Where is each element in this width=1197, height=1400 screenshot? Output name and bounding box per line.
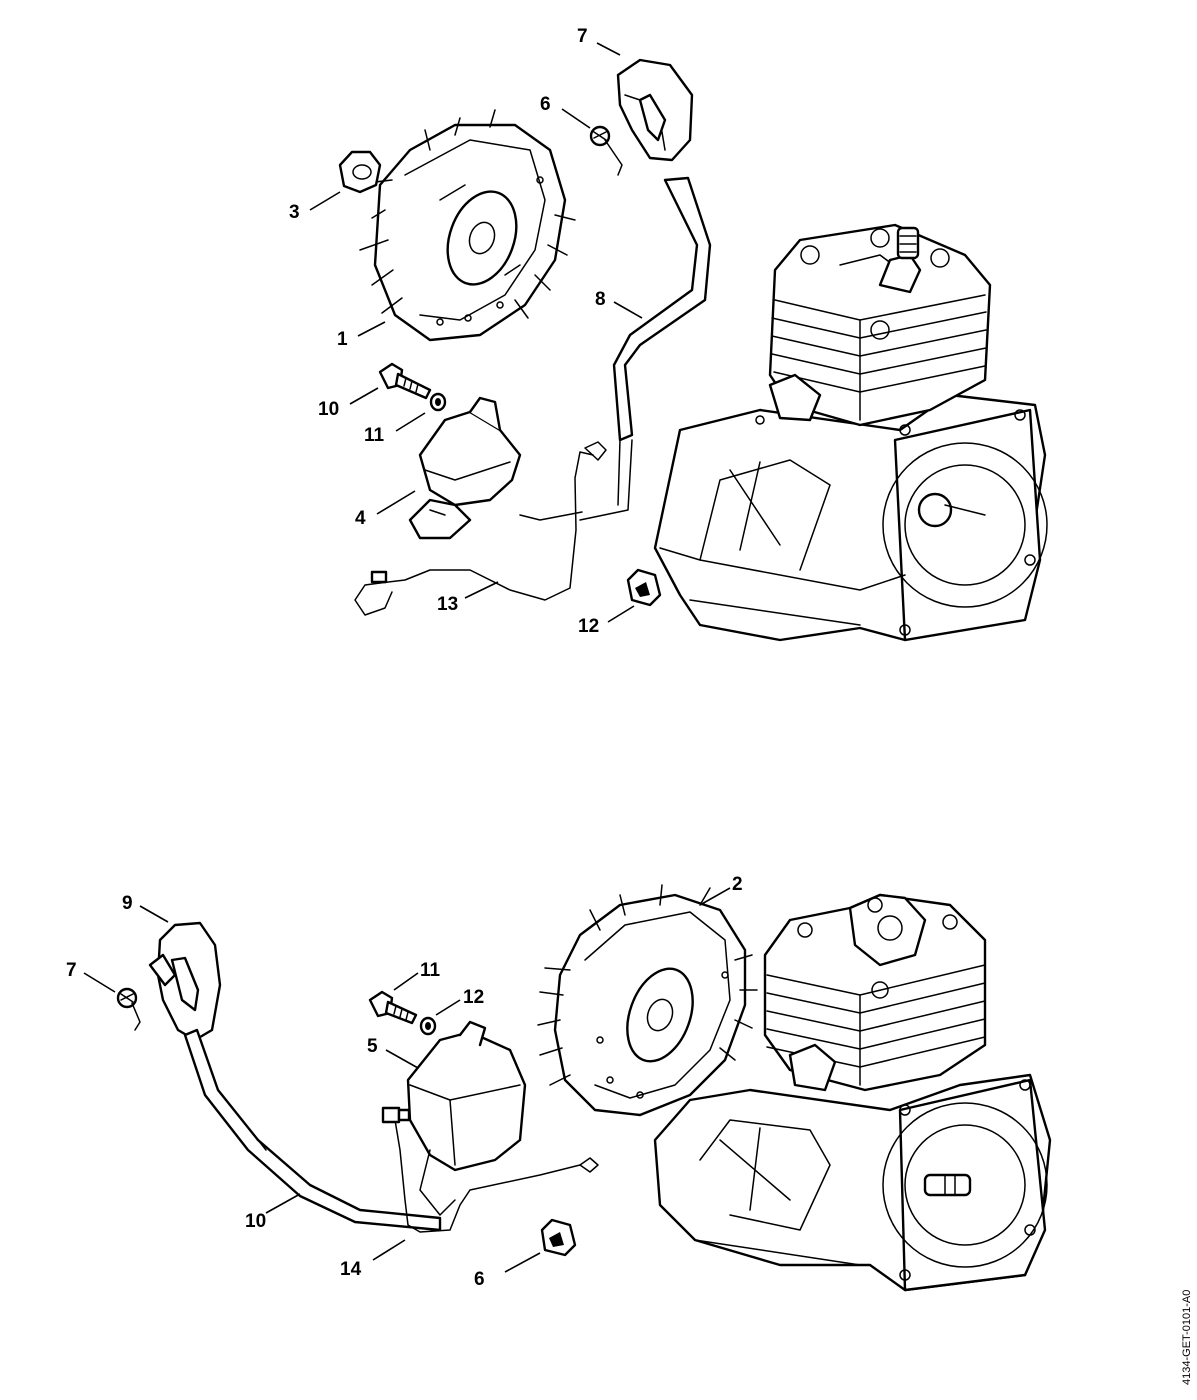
- leader-lines-top: [309, 42, 643, 623]
- drawing-code: 4134-GET-0101-A0: [1181, 1290, 1193, 1385]
- label-9-bottom: 10: [245, 1211, 266, 1232]
- flywheel-bottom: [537, 884, 758, 1117]
- label-7-top: 7: [577, 26, 588, 47]
- label-11-top: 11: [364, 425, 385, 446]
- ignition-module-top: [408, 396, 522, 540]
- leader-lines-bottom: [83, 887, 731, 1273]
- screw-washer-top: [378, 362, 447, 412]
- spring-top: [589, 125, 623, 176]
- ground-wire-top: [354, 441, 607, 616]
- label-11-bottom: 12: [463, 987, 484, 1008]
- ground-wire-bottom: [381, 1106, 599, 1233]
- label-14-bottom: 14: [340, 1259, 362, 1280]
- label-10-top: 10: [318, 399, 339, 420]
- spring-bottom: [116, 987, 141, 1031]
- screw-washer-bottom: [368, 990, 437, 1036]
- label-3-top: 3: [289, 202, 300, 223]
- label-12-bottom: 6: [474, 1269, 485, 1290]
- ignition-module-bottom: [406, 1020, 527, 1216]
- nut-top: [338, 150, 382, 194]
- top-assembly: 7 6 3 1 8 10 11 4 13 12: [289, 26, 1048, 642]
- label-7-bottom: 9: [122, 893, 133, 914]
- label-2-bottom: 2: [732, 874, 743, 895]
- bottom-assembly: 2 9 7 11 12 5 10 14 6: [66, 874, 1052, 1292]
- grommet-bottom: [540, 1218, 577, 1257]
- grommet-top: [626, 568, 662, 607]
- label-8-top: 8: [595, 289, 606, 310]
- engine-block-bottom: [653, 893, 1052, 1292]
- boot-top: [616, 58, 694, 162]
- callout-labels-top: 7 6 3 1 8 10 11 4 13 12: [289, 26, 606, 637]
- label-6-top: 6: [540, 94, 551, 115]
- label-4-top: 4: [355, 508, 366, 529]
- label-10-bottom: 11: [420, 960, 441, 981]
- boot-bottom: [148, 921, 222, 1042]
- flywheel-top: [349, 109, 576, 342]
- label-5-bottom: 5: [367, 1036, 378, 1057]
- engine-block-top: [653, 223, 1048, 642]
- label-13-top: 13: [437, 594, 458, 615]
- label-1-top: 1: [337, 329, 348, 350]
- label-12-top: 12: [578, 616, 599, 637]
- callout-labels-bottom: 2 9 7 11 12 5 10 14 6: [66, 874, 743, 1290]
- short-circuit-wire-bottom: [183, 1028, 442, 1232]
- label-6-bottom: 7: [66, 960, 77, 981]
- short-circuit-wire-top: [519, 176, 712, 521]
